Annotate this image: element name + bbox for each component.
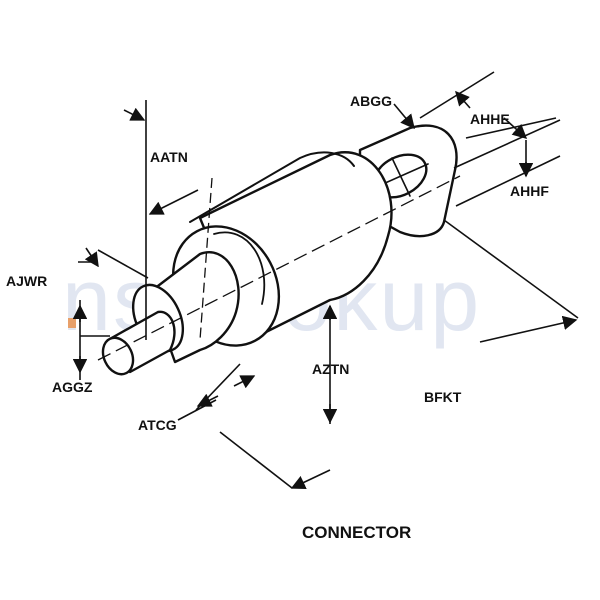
ajwr-arrow bbox=[84, 247, 99, 268]
ajwr-extension-line bbox=[97, 249, 149, 279]
atcg-arrow-right bbox=[233, 375, 256, 389]
atcg-arrow-left bbox=[196, 393, 219, 407]
main-body-top-edge bbox=[189, 151, 355, 223]
bfkt-arrow-left bbox=[290, 469, 331, 489]
pin-end-face bbox=[101, 336, 135, 376]
center-axis bbox=[97, 175, 461, 361]
bfkt-extension-line-top bbox=[443, 219, 579, 319]
label-aztn: AZTN bbox=[312, 361, 349, 377]
watermark-dot bbox=[68, 318, 76, 328]
aatn-arrow-right bbox=[148, 189, 199, 215]
ahhf-extension-line-2 bbox=[455, 155, 561, 207]
aatn-arrow-top bbox=[123, 107, 146, 121]
atcg-leader bbox=[177, 399, 217, 421]
label-aggz: AGGZ bbox=[52, 379, 93, 395]
label-aatn: AATN bbox=[150, 149, 188, 165]
bfkt-arrow-right bbox=[479, 315, 578, 343]
label-atcg: ATCG bbox=[138, 417, 177, 433]
label-abgg: ABGG bbox=[350, 93, 392, 109]
label-ahhf: AHHF bbox=[510, 183, 549, 199]
ahhe-extension-line-2 bbox=[465, 117, 557, 139]
flange-ring-inner-edge bbox=[213, 231, 266, 305]
label-ajwr: AJWR bbox=[6, 273, 47, 289]
abgg-leader-arrow bbox=[393, 103, 415, 130]
label-ahhe: AHHE bbox=[470, 111, 510, 127]
ahhe-arrow-left bbox=[455, 90, 471, 109]
ahhe-arrow-right bbox=[503, 117, 528, 139]
flange-axis bbox=[199, 177, 213, 341]
bfkt-extension-line-bottom bbox=[219, 431, 293, 489]
ahhf-extension-line bbox=[453, 119, 561, 169]
lug-hole-centerline-v bbox=[391, 157, 411, 197]
caption-connector: CONNECTOR bbox=[302, 523, 411, 542]
label-bfkt: BFKT bbox=[424, 389, 462, 405]
